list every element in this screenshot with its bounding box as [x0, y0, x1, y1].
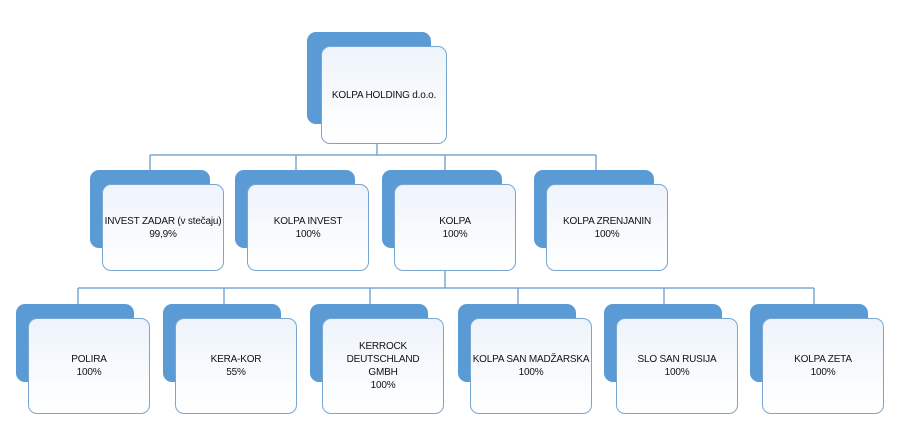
node-box: SLO SAN RUSIJA 100%: [616, 318, 738, 414]
node-title: POLIRA: [71, 354, 107, 365]
node-title-cont: GMBH: [368, 367, 398, 378]
node-title: KOLPA: [439, 215, 471, 227]
node-box: KOLPA INVEST 100%: [247, 184, 369, 271]
node-title: KERA-KOR: [210, 354, 262, 365]
node-box: KOLPA HOLDING d.o.o.: [321, 46, 447, 144]
node-box: POLIRA 100%: [28, 318, 150, 414]
node-share: 100%: [76, 367, 102, 378]
node-share: 100%: [810, 367, 836, 378]
node-title: KOLPA HOLDING d.o.o.: [331, 89, 437, 101]
connector-lines: [77, 144, 815, 304]
node-box: INVEST ZADAR (v stečaju) 99,9%: [102, 184, 224, 271]
node-share: 100%: [442, 228, 468, 240]
node-invest-zadar: INVEST ZADAR (v stečaju) 99,9%: [90, 170, 224, 271]
node-kolpa-invest: KOLPA INVEST 100%: [235, 170, 369, 271]
node-kerrock-deutschland: KERROCK DEUTSCHLAND GMBH 100%: [310, 304, 444, 414]
node-title: KOLPA ZETA: [794, 354, 852, 365]
node-share: 100%: [594, 228, 620, 240]
node-share: 100%: [518, 367, 544, 378]
node-box: KOLPA SAN MADŽARSKA 100%: [470, 318, 592, 414]
node-polira: POLIRA 100%: [16, 304, 150, 414]
node-box: KERA-KOR 55%: [175, 318, 297, 414]
node-share: 100%: [295, 228, 321, 240]
node-box: KOLPA ZRENJANIN 100%: [546, 184, 668, 271]
node-box: KERROCK DEUTSCHLAND GMBH 100%: [322, 318, 444, 414]
node-share: 99,9%: [149, 228, 177, 240]
node-box: KOLPA ZETA 100%: [762, 318, 884, 414]
node-title: KOLPA ZRENJANIN: [563, 215, 651, 227]
node-title: INVEST ZADAR (v stečaju): [104, 215, 222, 227]
node-kolpa-san-madzarska: KOLPA SAN MADŽARSKA 100%: [458, 304, 592, 414]
node-kolpa-holding: KOLPA HOLDING d.o.o.: [307, 32, 447, 144]
node-title: KOLPA SAN MADŽARSKA: [472, 354, 590, 365]
node-slo-san-rusija: SLO SAN RUSIJA 100%: [604, 304, 738, 414]
node-title: SLO SAN RUSIJA: [637, 354, 717, 365]
node-share: 100%: [370, 380, 396, 391]
node-share: 55%: [226, 367, 246, 378]
node-box: KOLPA 100%: [394, 184, 516, 271]
node-title: KERROCK DEUTSCHLAND: [346, 341, 420, 365]
node-kolpa: KOLPA 100%: [382, 170, 516, 271]
node-kolpa-zrenjanin: KOLPA ZRENJANIN 100%: [534, 170, 668, 271]
node-title: KOLPA INVEST: [273, 215, 343, 227]
node-share: 100%: [664, 367, 690, 378]
node-kera-kor: KERA-KOR 55%: [163, 304, 297, 414]
node-kolpa-zeta: KOLPA ZETA 100%: [750, 304, 884, 414]
